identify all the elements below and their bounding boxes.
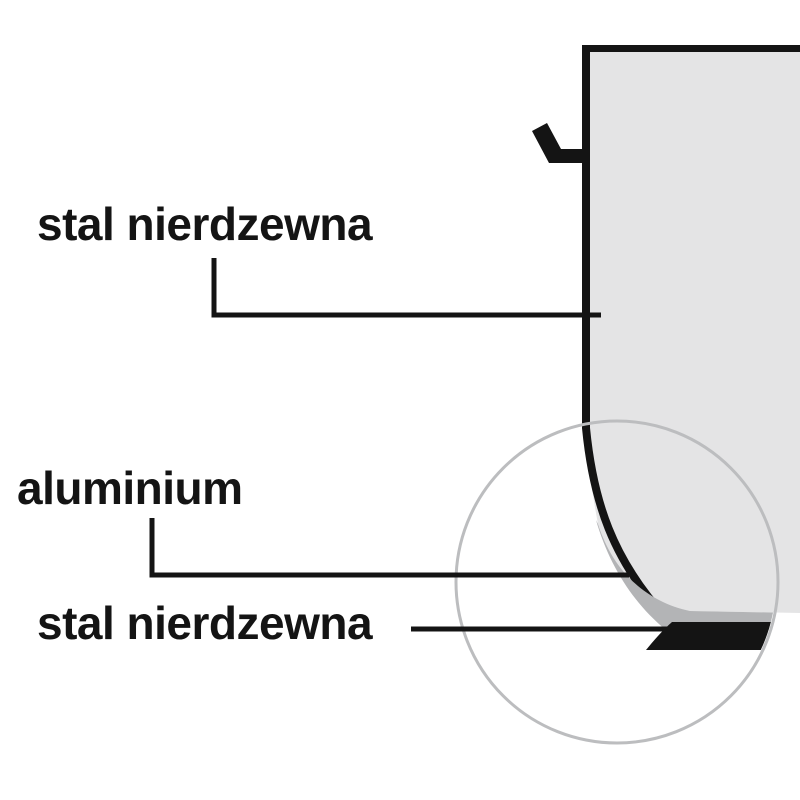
label-stainless-steel-top: stal nierdzewna	[37, 198, 373, 250]
magnified-base-layers	[596, 520, 776, 650]
aluminium-layer	[596, 520, 776, 630]
pot-handle	[532, 123, 583, 163]
leader-line-middle	[149, 518, 629, 578]
label-stainless-steel-bottom: stal nierdzewna	[37, 597, 373, 649]
steel-bottom-layer	[646, 622, 776, 650]
pot-body	[586, 45, 800, 613]
leader-line-top	[211, 258, 601, 318]
magnifier-circle	[454, 419, 780, 745]
label-aluminium: aluminium	[17, 462, 243, 514]
